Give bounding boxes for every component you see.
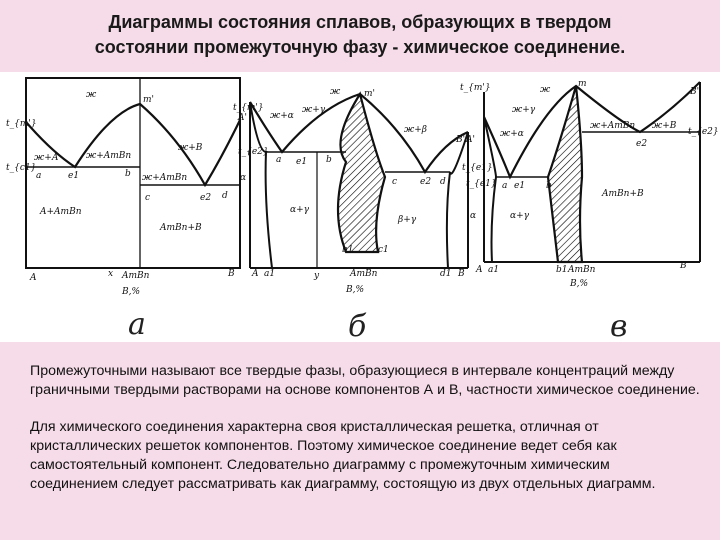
diagram-b-liquidus — [249, 92, 469, 175]
diagram-a-liquidus — [25, 102, 241, 188]
diagram-c-label-12: a — [502, 181, 507, 191]
diagram-a-label-9: b — [125, 169, 131, 179]
diagram-b-label-7: B' — [455, 135, 465, 145]
diagram-b-label-26: B — [457, 269, 465, 279]
diagram-b-label-6: ж+β — [404, 125, 427, 135]
diagram-b-label-5: m' — [364, 89, 375, 99]
diagram-c-label-5: m — [578, 79, 587, 89]
diagram-a-label-2: t_{m'} — [6, 119, 37, 129]
diagram-b-label-8: t_{e2} — [238, 147, 269, 157]
diagram-a-label-11: e2 — [200, 193, 211, 203]
diagram-c-label-8: B' — [689, 87, 699, 97]
diagram-c-label-4: ж — [540, 85, 551, 95]
diagram-c-label-18: A — [475, 265, 483, 275]
diagram-b-label-25: d1 — [440, 269, 452, 279]
diagram-c-label-22: B — [679, 261, 687, 271]
diagram-a-label-16: A — [29, 273, 37, 283]
diagram-c-label-21: AmBn — [567, 265, 596, 275]
diagram-a-label-8: e1 — [68, 171, 79, 181]
diagram-b-label-9: t_{e1} — [462, 163, 493, 173]
diagram-a-label-20: B,% — [121, 287, 140, 297]
diagram-b-label-11: a — [276, 155, 281, 165]
diagram-c-liquidus — [482, 81, 701, 180]
caption-a: а — [128, 307, 146, 342]
diagram-b-solvus-beta — [445, 131, 469, 269]
diagram-c-label-15: α — [470, 211, 476, 221]
diagram-b-solvus-alpha — [249, 101, 273, 269]
diagram-a-label-6: ж+В — [178, 143, 203, 153]
diagram-c-label-14: b — [546, 181, 552, 191]
diagram-b-label-13: b — [326, 155, 332, 165]
diagram-b-label-18: β+γ — [397, 215, 417, 225]
diagram-a-label-7: a — [36, 171, 41, 181]
diagram-b-label-12: e1 — [296, 157, 307, 167]
diagram-c-label-1: A' — [465, 135, 475, 145]
diagram-c — [482, 81, 701, 264]
phase-diagrams-drawing: ж m' t_{m'} t_{c1} ж+А ж+AmBn ж+В a e1 b… — [6, 77, 719, 342]
diagram-a-label-4: ж+А — [34, 153, 59, 163]
title-line-1: Диаграммы состояния сплавов, образующих … — [108, 12, 612, 32]
diagram-b-label-3: ж+γ — [302, 105, 326, 115]
diagram-a-label-18: AmBn — [121, 271, 150, 281]
diagram-b-gamma-region — [336, 91, 387, 254]
diagram-b-label-24: AmBn — [349, 269, 378, 279]
diagram-c-label-16: α+γ — [510, 211, 530, 221]
diagram-a — [25, 77, 241, 269]
diagram-c-label-13: e1 — [514, 181, 525, 191]
title-line-2: состоянии промежуточную фазу - химическо… — [94, 37, 626, 57]
caption-b: б — [348, 309, 367, 342]
diagram-a-label-10: c — [145, 193, 150, 203]
diagram-b-label-19: b1 — [342, 245, 354, 255]
diagram-b-label-23: y — [313, 271, 320, 281]
paragraph-intermediate-phases: Промежуточными называют все твердые фазы… — [30, 363, 700, 398]
diagram-c-label-20: b1 — [556, 265, 568, 275]
diagram-b-label-17: α+γ — [290, 205, 310, 215]
diagram-b-label-21: A — [251, 269, 259, 279]
paragraph-chemical-compound: Для химического соединения характерна св… — [30, 419, 656, 492]
diagram-a-label-0: ж — [86, 90, 97, 100]
diagram-b-label-15: e2 — [420, 177, 431, 187]
diagram-c-label-17: AmBn+B — [601, 189, 644, 199]
diagram-c-label-0: t_{m'} — [460, 83, 491, 93]
diagram-b-label-1: A' — [237, 113, 247, 123]
diagram-a-frame — [25, 77, 241, 269]
diagram-a-label-14: A+AmBn — [39, 207, 82, 217]
slide-title: Диаграммы состояния сплавов, образующих … — [0, 10, 720, 60]
diagram-b-label-14: c — [392, 177, 397, 187]
phase-diagrams-figure: ж m' t_{m'} t_{c1} ж+А ж+AmBn ж+В a e1 b… — [0, 72, 720, 342]
diagram-b-labels: t_{m'} A' ж+α ж+γ ж m' ж+β B' t_{e2} t_{… — [233, 87, 493, 295]
diagram-b-label-27: B,% — [345, 285, 364, 295]
diagram-c-label-3: ж+α — [500, 129, 524, 139]
diagram-c-solvus-alpha — [483, 116, 498, 263]
diagram-a-label-17: x — [108, 269, 113, 279]
diagram-b-label-4: ж — [330, 87, 341, 97]
diagram-a-label-12: d — [222, 191, 228, 201]
diagram-a-labels: ж m' t_{m'} t_{c1} ж+А ж+AmBn ж+В a e1 b… — [6, 90, 235, 297]
body-text: Промежуточными называют все твердые фазы… — [30, 362, 700, 512]
diagram-a-label-19: B — [227, 269, 235, 279]
diagram-b-label-20: c1 — [378, 245, 389, 255]
diagram-b-label-2: ж+α — [270, 111, 294, 121]
diagram-b-label-22: a1 — [264, 269, 275, 279]
diagram-a-label-1: m' — [143, 95, 154, 105]
diagram-c-labels: t_{m'} A' ж+γ ж+α ж m ж+AmBn ж+B B' t_{e… — [460, 79, 719, 289]
diagram-b-label-0: t_{m'} — [233, 103, 264, 113]
diagram-c-label-11: t_{e1} — [466, 179, 497, 189]
diagram-c-label-9: t_{e2} — [688, 127, 719, 137]
diagram-c-label-19: a1 — [488, 265, 499, 275]
diagram-a-label-13: ж+AmBn — [142, 173, 187, 183]
diagram-c-gamma-region — [546, 85, 584, 264]
diagram-c-label-7: ж+B — [652, 121, 677, 131]
diagram-a-label-15: AmBn+B — [159, 223, 202, 233]
diagram-a-label-5: ж+AmBn — [86, 151, 131, 161]
caption-c: в — [610, 309, 627, 342]
diagram-b-label-16: d — [440, 177, 446, 187]
diagram-b-label-10: α — [240, 173, 246, 183]
diagram-b — [249, 91, 469, 269]
diagram-c-label-10: e2 — [636, 139, 647, 149]
diagram-c-label-23: B,% — [569, 279, 588, 289]
diagram-c-label-2: ж+γ — [512, 105, 536, 115]
diagram-a-label-3: t_{c1} — [6, 163, 36, 173]
diagram-c-label-6: ж+AmBn — [590, 121, 635, 131]
